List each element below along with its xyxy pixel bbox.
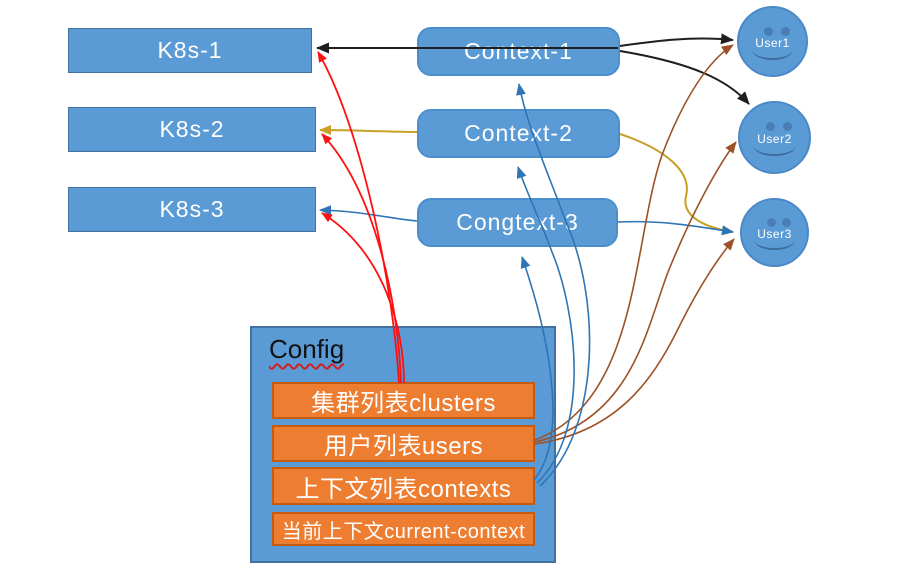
edge-ctx1-user2 <box>619 50 750 105</box>
smiley-eye-icon <box>764 26 774 36</box>
config-item-clusters: 集群列表clusters <box>272 382 535 419</box>
config-item-users: 用户列表users <box>272 425 535 462</box>
context-label: Context-2 <box>464 120 573 146</box>
edge-ctx3-user3 <box>617 220 734 236</box>
config-item-current-context: 当前上下文current-context <box>272 512 535 546</box>
context-label: Congtext-3 <box>456 209 579 235</box>
user-node-3: User3 <box>740 198 809 267</box>
smiley-eye-icon <box>782 218 792 228</box>
cluster-label: K8s-2 <box>159 116 225 142</box>
smiley-eye-icon <box>766 122 776 132</box>
cluster-node-k8s-3: K8s-3 <box>68 187 316 232</box>
context-label: Context-1 <box>464 38 573 64</box>
context-node-1: Context-1 <box>417 27 620 76</box>
cluster-node-k8s-1: K8s-1 <box>68 28 312 73</box>
context-node-2: Context-2 <box>417 109 620 158</box>
smiley-mouth-icon <box>754 230 795 251</box>
edge-users-user2 <box>534 141 737 443</box>
edge-ctx2-k8s2 <box>319 125 418 136</box>
cluster-label: K8s-1 <box>157 37 223 63</box>
cluster-label: K8s-3 <box>159 196 225 222</box>
edge-ctx3-k8s3 <box>319 205 418 222</box>
user-node-2: User2 <box>738 101 811 174</box>
smiley-mouth-icon <box>753 135 796 157</box>
user-node-1: User1 <box>737 6 808 77</box>
edge-ctx1-user1 <box>619 33 734 47</box>
cluster-node-k8s-2: K8s-2 <box>68 107 316 152</box>
config-item-contexts: 上下文列表contexts <box>272 467 535 505</box>
smiley-eye-icon <box>782 122 792 132</box>
smiley-mouth-icon <box>751 39 794 60</box>
config-title: Config <box>269 334 345 364</box>
smiley-eye-icon <box>766 218 776 228</box>
smiley-eye-icon <box>780 26 790 36</box>
context-node-3: Congtext-3 <box>417 198 618 247</box>
edge-users-user3 <box>534 238 735 445</box>
edge-ctx2-user3 <box>619 133 734 236</box>
